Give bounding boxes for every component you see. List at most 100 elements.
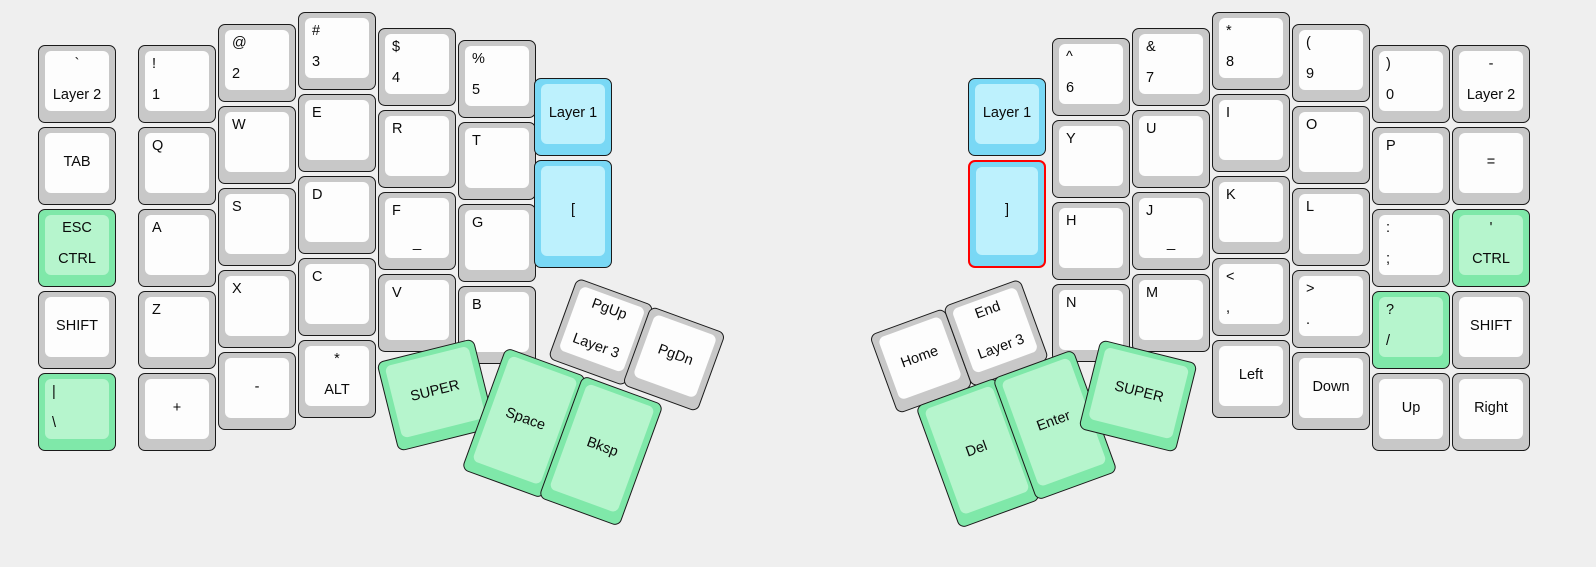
- key-comma[interactable]: <,: [1212, 258, 1290, 336]
- key-2[interactable]: @2: [218, 24, 296, 102]
- key-5[interactable]: %5: [458, 40, 536, 118]
- key-a[interactable]: A: [138, 209, 216, 287]
- key-left-arrow-cap: Left: [1219, 346, 1283, 406]
- key-5-legend-top: %: [472, 51, 485, 67]
- key-7-legend-main: 7: [1146, 70, 1155, 87]
- key-1[interactable]: !1: [138, 45, 216, 123]
- key-4[interactable]: $4: [378, 28, 456, 106]
- key-k-cap: K: [1219, 182, 1283, 242]
- key-layer1-right[interactable]: Layer 1: [968, 78, 1046, 156]
- key-f[interactable]: F_: [378, 192, 456, 270]
- key-j-cap: J_: [1139, 198, 1203, 258]
- key-9[interactable]: (9: [1292, 24, 1370, 102]
- key-space-legend-main: Space: [503, 404, 548, 434]
- key-semicolon-legend-main: ;: [1386, 251, 1391, 268]
- key-q-legend-top: Q: [152, 138, 164, 154]
- key-7[interactable]: &7: [1132, 28, 1210, 106]
- key-w[interactable]: W: [218, 106, 296, 184]
- key-j[interactable]: J_: [1132, 192, 1210, 270]
- key-s-legend-top: S: [232, 199, 242, 215]
- key-d[interactable]: D: [298, 176, 376, 254]
- key-8[interactable]: *8: [1212, 12, 1290, 90]
- key-v[interactable]: V: [378, 274, 456, 352]
- key-bracket-right-close-cap: ]: [976, 167, 1038, 255]
- key-p[interactable]: P: [1372, 127, 1450, 205]
- key-b-legend-top: B: [472, 297, 482, 313]
- key-period-legend-main: .: [1306, 312, 1311, 329]
- key-t-cap: T: [465, 128, 529, 188]
- key-t-legend-top: T: [472, 133, 481, 149]
- key-tab[interactable]: TAB: [38, 127, 116, 205]
- key-asterisk-alt[interactable]: *ALT: [298, 340, 376, 418]
- key-down-arrow[interactable]: Down: [1292, 352, 1370, 430]
- key-g[interactable]: G: [458, 204, 536, 282]
- key-r-legend-top: R: [392, 121, 403, 137]
- key-quote-ctrl-legend-main: CTRL: [1472, 251, 1510, 268]
- key-f-homing-bar: _: [412, 233, 422, 251]
- key-r-cap: R: [385, 116, 449, 176]
- key-tab-cap: TAB: [45, 133, 109, 193]
- key-i[interactable]: I: [1212, 94, 1290, 172]
- key-z[interactable]: Z: [138, 291, 216, 369]
- key-3[interactable]: #3: [298, 12, 376, 90]
- key-pipe-backslash-legend-main: \: [52, 415, 57, 432]
- key-r[interactable]: R: [378, 110, 456, 188]
- key-m[interactable]: M: [1132, 274, 1210, 352]
- key-6[interactable]: ^6: [1052, 38, 1130, 116]
- key-2-legend-main: 2: [232, 66, 241, 83]
- key-9-legend-main: 9: [1306, 66, 1315, 83]
- key-bracket-left-open[interactable]: [: [534, 160, 612, 268]
- key-0-legend-top: ): [1386, 56, 1391, 72]
- key-j-legend-top: J: [1146, 203, 1154, 219]
- key-semicolon[interactable]: :;: [1372, 209, 1450, 287]
- key-0[interactable]: )0: [1372, 45, 1450, 123]
- key-h[interactable]: H: [1052, 202, 1130, 280]
- key-grave-layer2[interactable]: `Layer 2: [38, 45, 116, 123]
- key-shift-right[interactable]: SHIFT: [1452, 291, 1530, 369]
- key-5-legend-main: 5: [472, 82, 481, 99]
- key-e-cap: E: [305, 100, 369, 160]
- key-s[interactable]: S: [218, 188, 296, 266]
- key-period-legend-top: >: [1306, 281, 1315, 297]
- key-3-cap: #3: [305, 18, 369, 78]
- key-equals[interactable]: =: [1452, 127, 1530, 205]
- key-c[interactable]: C: [298, 258, 376, 336]
- key-layer1-left[interactable]: Layer 1: [534, 78, 612, 156]
- key-asterisk-alt-cap: *ALT: [305, 346, 369, 406]
- key-up-arrow[interactable]: Up: [1372, 373, 1450, 451]
- key-n-cap: N: [1059, 290, 1123, 350]
- key-k[interactable]: K: [1212, 176, 1290, 254]
- key-comma-cap: <,: [1219, 264, 1283, 324]
- key-minus[interactable]: -: [218, 352, 296, 430]
- key-u[interactable]: U: [1132, 110, 1210, 188]
- key-plus[interactable]: +: [138, 373, 216, 451]
- key-period[interactable]: >.: [1292, 270, 1370, 348]
- key-minus-layer2[interactable]: -Layer 2: [1452, 45, 1530, 123]
- key-8-cap: *8: [1219, 18, 1283, 78]
- key-t[interactable]: T: [458, 122, 536, 200]
- key-x[interactable]: X: [218, 270, 296, 348]
- key-comma-legend-top: <: [1226, 269, 1235, 285]
- key-e[interactable]: E: [298, 94, 376, 172]
- key-a-cap: A: [145, 215, 209, 275]
- key-shift-left[interactable]: SHIFT: [38, 291, 116, 369]
- key-y[interactable]: Y: [1052, 120, 1130, 198]
- key-plus-legend-main: +: [172, 400, 182, 417]
- key-n[interactable]: N: [1052, 284, 1130, 362]
- key-equals-cap: =: [1459, 133, 1523, 193]
- key-right-arrow[interactable]: Right: [1452, 373, 1530, 451]
- key-o[interactable]: O: [1292, 106, 1370, 184]
- key-pgdn-legend-main: PgDn: [655, 341, 696, 370]
- key-bracket-right-close[interactable]: ]: [968, 160, 1046, 268]
- key-layer1-left-legend-main: Layer 1: [548, 105, 598, 122]
- key-l[interactable]: L: [1292, 188, 1370, 266]
- key-minus-layer2-legend-top: -: [1488, 56, 1494, 72]
- key-pipe-backslash[interactable]: |\: [38, 373, 116, 451]
- key-i-cap: I: [1219, 100, 1283, 160]
- key-q[interactable]: Q: [138, 127, 216, 205]
- key-equals-legend-main: =: [1486, 154, 1496, 171]
- key-left-arrow[interactable]: Left: [1212, 340, 1290, 418]
- key-slash[interactable]: ?/: [1372, 291, 1450, 369]
- key-quote-ctrl[interactable]: 'CTRL: [1452, 209, 1530, 287]
